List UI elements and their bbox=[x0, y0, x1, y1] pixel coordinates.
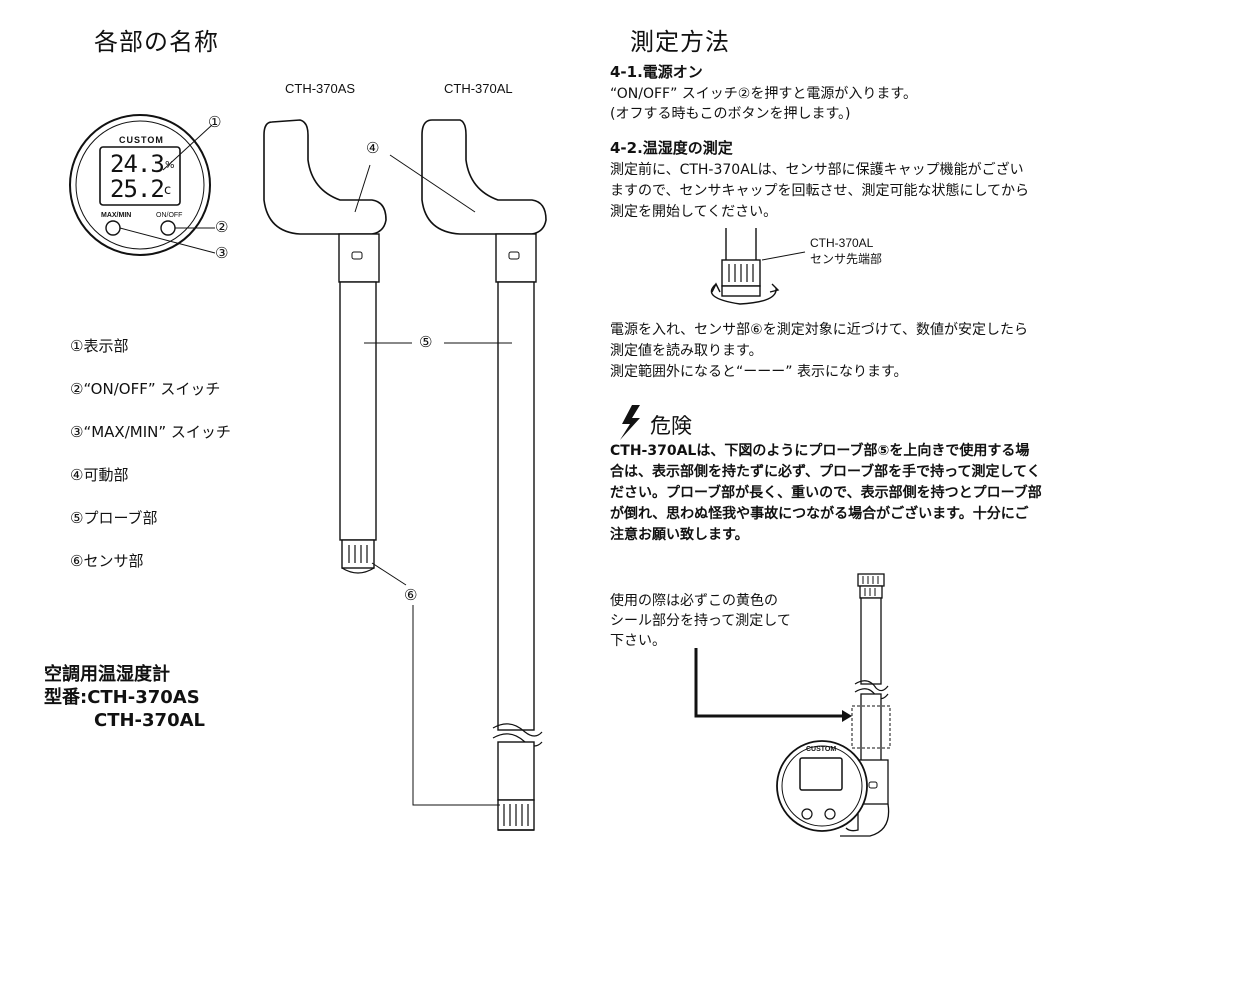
lightning-icon bbox=[620, 405, 640, 440]
step2-line-5: 測定値を読み取ります。 bbox=[610, 343, 763, 359]
step2-line-3: 測定を開始してください。 bbox=[610, 204, 778, 220]
note-line-1: 使用の際は必ずこの黄色の bbox=[610, 593, 778, 609]
danger-line-5: 注意お願い致します。 bbox=[610, 527, 749, 543]
step2-heading: 4-2.温湿度の測定 bbox=[610, 139, 733, 157]
model-number: 型番:CTH-370AS bbox=[44, 687, 200, 708]
display-reading-temperature: 25.2 bbox=[110, 175, 165, 203]
danger-line-2: 合は、表示部側を持たずに必ず、プローブ部を手で持って測定してく bbox=[610, 464, 1041, 480]
model-label-al: CTH-370AL bbox=[444, 81, 513, 96]
probe-al-drawing bbox=[421, 119, 547, 831]
on-off-button-label: ON/OFF bbox=[156, 212, 183, 219]
product-name: 空調用温湿度計 bbox=[44, 664, 170, 685]
display-reading-humidity: 24.3 bbox=[110, 150, 165, 178]
fig-label-model: CTH-370AL bbox=[810, 236, 874, 250]
display-unit-temperature: c bbox=[164, 183, 172, 198]
danger-heading: 危険 bbox=[650, 414, 692, 438]
part-max-min-switch: ③“MAX/MIN” スイッチ bbox=[70, 423, 231, 441]
callout-3: ③ bbox=[215, 244, 229, 262]
model-number-2: CTH-370AL bbox=[94, 710, 205, 731]
part-movable: ④可動部 bbox=[70, 466, 129, 484]
callout-4: ④ bbox=[366, 139, 380, 157]
step1-heading: 4-1.電源オン bbox=[610, 63, 703, 81]
probe-as-drawing bbox=[263, 119, 387, 574]
callout-5: ⑤ bbox=[419, 333, 433, 351]
step2-line-2: ますので、センサキャップを回転させ、測定可能な状態にしてから bbox=[610, 183, 1030, 199]
callout-1: ① bbox=[208, 113, 222, 131]
device-front-view bbox=[69, 114, 211, 256]
fig-device-brand: CUSTOM bbox=[806, 746, 837, 753]
model-label-as: CTH-370AS bbox=[285, 81, 356, 96]
fig-label-sensor-tip: センサ先端部 bbox=[810, 252, 883, 266]
step1-line-1: “ON/OFF” スイッチ②を押すと電源が入ります。 bbox=[610, 86, 917, 102]
display-unit-humidity: % bbox=[165, 160, 175, 171]
part-sensor: ⑥センサ部 bbox=[70, 552, 144, 570]
step1-line-2: (オフする時もこのボタンを押します。) bbox=[610, 106, 851, 122]
callout-2: ② bbox=[215, 218, 229, 236]
step2-line-1: 測定前に、CTH-370ALは、センサ部に保護キャップ機能がござい bbox=[610, 162, 1024, 178]
danger-line-1: CTH-370ALは、下図のようにプローブ部⑤を上向きで使用する場 bbox=[610, 443, 1030, 459]
danger-line-4: が倒れ、思わぬ怪我や事故につながる場合がございます。十分にご bbox=[610, 506, 1029, 522]
device-brand: CUSTOM bbox=[119, 135, 164, 145]
part-probe: ⑤プローブ部 bbox=[70, 509, 158, 527]
parts-title: 各部の名称 bbox=[94, 28, 219, 56]
part-on-off-switch: ②“ON/OFF” スイッチ bbox=[70, 380, 221, 398]
callout-6: ⑥ bbox=[404, 586, 418, 604]
step2-line-6: 測定範囲外になると“ーーー” 表示になります。 bbox=[610, 364, 908, 380]
step2-line-4: 電源を入れ、センサ部⑥を測定対象に近づけて、数値が安定したら bbox=[610, 322, 1028, 338]
note-line-3: 下さい。 bbox=[610, 633, 666, 649]
note-line-2: シール部分を持って測定して bbox=[610, 613, 791, 629]
danger-line-3: ださい。プローブ部が長く、重いので、表示部側を持つとプローブ部 bbox=[610, 485, 1042, 501]
max-min-button-label: MAX/MIN bbox=[101, 212, 132, 219]
part-display: ①表示部 bbox=[70, 337, 129, 355]
upright-probe-drawing bbox=[776, 573, 891, 837]
measure-title: 測定方法 bbox=[630, 28, 730, 56]
